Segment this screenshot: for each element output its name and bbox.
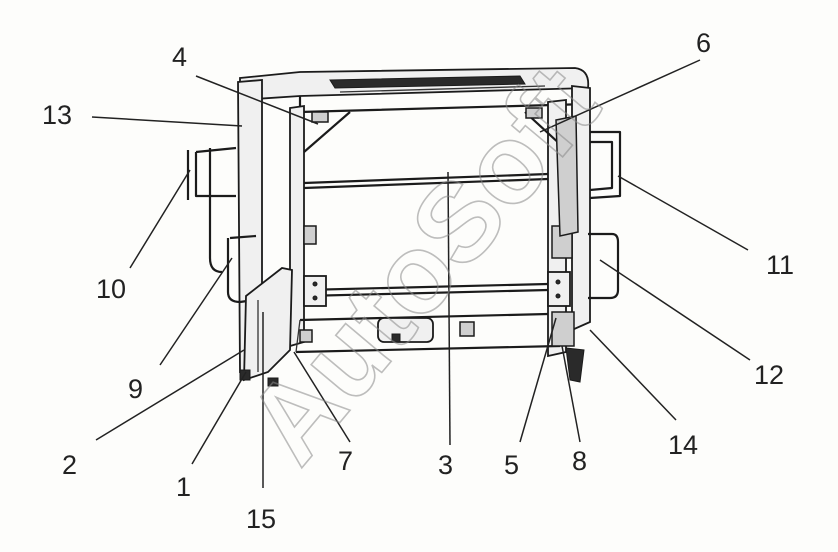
left-hinge-plate-upper — [303, 225, 317, 245]
leader-8 — [561, 345, 581, 443]
part-label-1: 1 — [176, 472, 191, 502]
leader-5 — [519, 317, 557, 443]
right-hinge-plate — [547, 271, 571, 307]
mid-cross-member-lower-edge — [303, 288, 549, 298]
leader-7 — [293, 351, 351, 443]
part-label-3: 3 — [438, 450, 453, 480]
leader-12 — [599, 259, 751, 361]
leader-11 — [617, 175, 749, 251]
floor-corner-plate — [299, 329, 313, 343]
upper-cross-member — [303, 172, 549, 185]
part-label-11: 11 — [766, 250, 794, 280]
left-top-brace — [303, 111, 351, 153]
left-hinge-bolt-1 — [312, 281, 318, 287]
part-number-labels: 4 6 13 10 11 9 12 2 1 7 3 5 8 14 15 — [42, 28, 794, 534]
right-upper-handrail-inner — [589, 140, 614, 192]
leader-14 — [589, 329, 677, 421]
floor-left-edge — [295, 319, 301, 353]
right-upper-handrail-outer — [589, 130, 622, 200]
left-hinge-bolt-2 — [312, 295, 318, 301]
part-label-5: 5 — [504, 450, 519, 480]
part-label-15: 15 — [246, 504, 276, 534]
upper-cross-member-lower-edge — [303, 177, 549, 190]
right-brace-bracket — [525, 107, 543, 119]
part-label-9: 9 — [128, 374, 143, 404]
cab-frame-drawing — [186, 67, 622, 387]
right-door-stop — [565, 347, 585, 383]
leader-9 — [159, 257, 233, 366]
part-label-14: 14 — [668, 430, 698, 460]
part-label-8: 8 — [572, 446, 587, 476]
part-label-10: 10 — [96, 274, 126, 304]
right-latch-lower — [551, 311, 575, 347]
right-hinge-bolt-1 — [555, 279, 561, 285]
roof-edge-line — [339, 85, 546, 93]
leader-lines — [91, 59, 751, 488]
mid-cross-member — [303, 282, 549, 292]
right-lower-handrail — [588, 232, 620, 300]
part-label-6: 6 — [696, 28, 711, 58]
part-label-12: 12 — [754, 360, 784, 390]
right-hinge-bolt-2 — [555, 293, 561, 299]
floor-rear-edge — [299, 312, 549, 322]
floor-front-edge — [295, 344, 561, 354]
left-brace-bracket — [311, 111, 329, 123]
leader-6 — [539, 59, 701, 133]
part-label-2: 2 — [62, 450, 77, 480]
left-vertical-handrail — [208, 148, 223, 274]
floor-bolt-right — [459, 321, 475, 337]
leader-3 — [447, 171, 451, 446]
left-hinge-plate-lower — [303, 275, 327, 307]
left-door-latch — [267, 377, 279, 387]
part-label-7: 7 — [338, 446, 353, 476]
left-lower-handrail — [226, 234, 257, 304]
part-label-4: 4 — [172, 42, 187, 72]
floor-bolt-left — [391, 333, 401, 343]
left-rear-handrail — [186, 146, 237, 200]
right-side-wall-plate — [555, 115, 579, 237]
leader-4 — [195, 75, 319, 125]
roof-panel-dark — [329, 75, 526, 89]
part-label-13: 13 — [42, 100, 72, 130]
leader-10 — [129, 169, 191, 269]
leader-1 — [191, 371, 247, 465]
leader-13 — [91, 116, 243, 127]
leader-2 — [95, 349, 245, 441]
